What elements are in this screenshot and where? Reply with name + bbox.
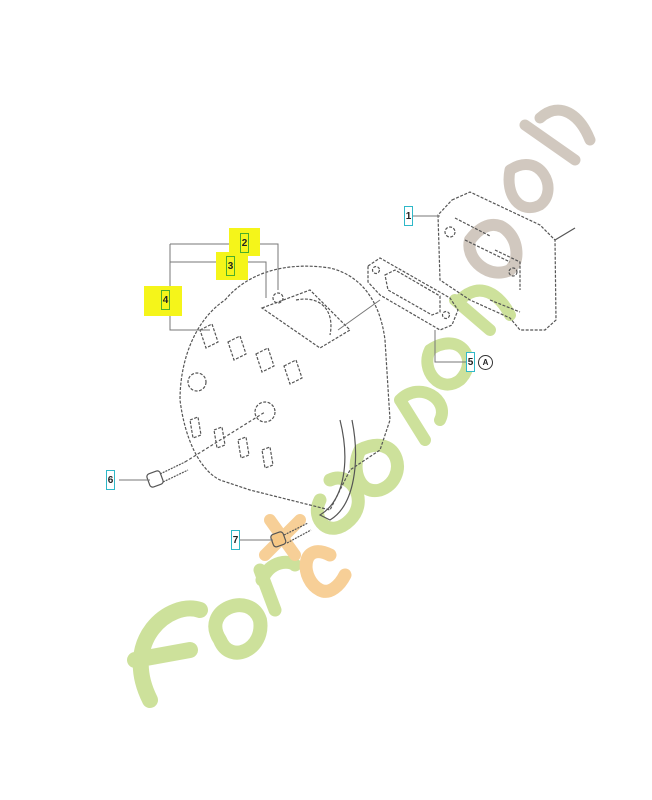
callout-4[interactable]: 4 xyxy=(161,290,170,310)
leader-lines xyxy=(119,215,466,541)
callout-1[interactable]: 1 xyxy=(404,206,413,226)
watermark xyxy=(127,104,596,708)
highlight-2 xyxy=(229,228,260,256)
callout-6[interactable]: 6 xyxy=(106,470,115,490)
muffler-body-part xyxy=(179,265,391,521)
callout-7[interactable]: 7 xyxy=(231,530,240,550)
callout-2[interactable]: 2 xyxy=(240,233,249,253)
heat-shield-part xyxy=(437,191,576,331)
screw-7-part xyxy=(270,522,312,548)
gasket-part xyxy=(367,257,459,331)
reference-a-badge: A xyxy=(478,355,493,370)
highlight-4 xyxy=(144,286,182,316)
callout-3[interactable]: 3 xyxy=(226,256,235,276)
screw-6-part xyxy=(146,411,266,488)
callout-5[interactable]: 5 xyxy=(466,352,475,372)
